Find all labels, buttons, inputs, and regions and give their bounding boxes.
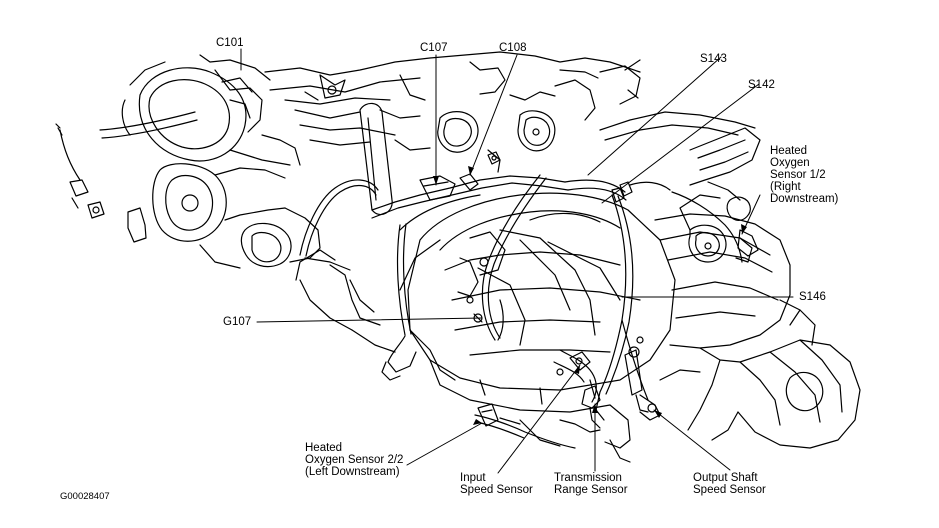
label-s143: S143 — [700, 53, 727, 65]
arrow-c108 — [468, 166, 474, 175]
wiring-harness — [299, 173, 649, 449]
label-heated-o2-left: Heated Oxygen Sensor 2/2 (Left Downstrea… — [305, 442, 404, 478]
label-transmission-range-sensor: Transmission Range Sensor — [554, 472, 628, 496]
leader-c108 — [469, 54, 518, 176]
leader-s142 — [601, 83, 760, 204]
transmission-extension — [654, 194, 861, 449]
label-input-speed-sensor: Input Speed Sensor — [460, 472, 533, 496]
label-s146: S146 — [799, 291, 826, 303]
label-g107: G107 — [223, 316, 252, 328]
right-bracket — [599, 111, 761, 263]
engine-left-assembly — [55, 54, 351, 271]
sensors-lower — [477, 346, 661, 449]
leader-output-speed — [653, 409, 731, 471]
intake-bracket — [359, 102, 393, 215]
label-c107: C107 — [420, 42, 448, 54]
lower-housing — [295, 249, 631, 463]
label-c108: C108 — [499, 42, 527, 54]
leader-input-speed — [497, 364, 581, 474]
arrowheads — [433, 166, 747, 425]
leader-g107 — [256, 317, 483, 323]
leader-heated-o2-left — [406, 422, 483, 466]
label-s142: S142 — [748, 79, 775, 91]
figure-id: G00028407 — [60, 491, 110, 502]
engine-block-upper — [264, 51, 641, 173]
label-c101: C101 — [216, 37, 244, 49]
arrow-output-speed — [654, 410, 662, 418]
arrow-heated-o2-left — [473, 419, 482, 425]
arrow-input-speed — [574, 365, 580, 374]
label-output-shaft-speed-sensor: Output Shaft Speed Sensor — [693, 472, 766, 496]
arrow-heated-o2-right — [741, 224, 747, 234]
arrow-trans-range — [592, 404, 598, 413]
leader-s143 — [587, 56, 722, 176]
transmission-bell-housing — [399, 192, 676, 413]
arrow-c107 — [433, 176, 439, 185]
label-heated-o2-right: Heated Oxygen Sensor 1/2 (Right Downstre… — [770, 145, 839, 205]
